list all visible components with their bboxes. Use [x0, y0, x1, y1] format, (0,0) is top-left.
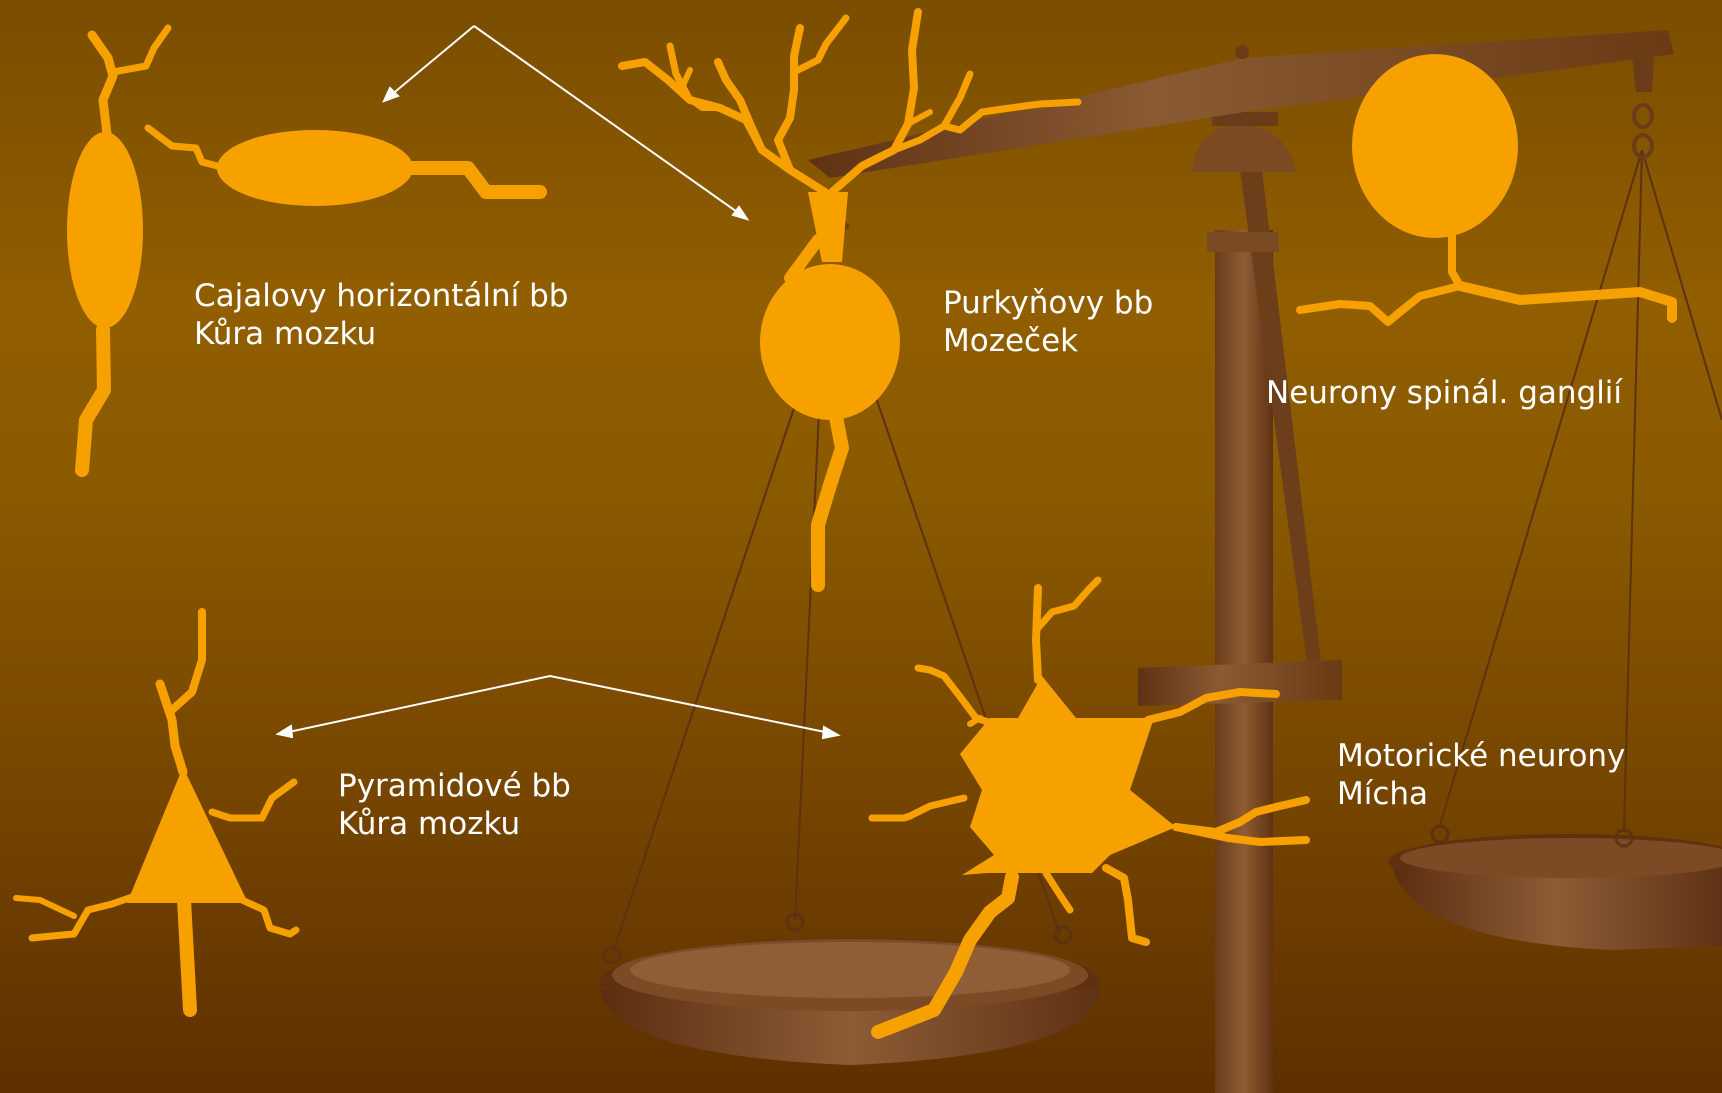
label-cajal: Cajalovy horizontální bb Kůra mozku [194, 277, 568, 353]
balance-scale [600, 30, 1722, 1093]
cajal-vertical-neuron [67, 28, 168, 470]
label-motor-line2: Mícha [1337, 775, 1625, 813]
label-spinal: Neurony spinál. ganglií [1266, 374, 1622, 412]
label-pyramidal-line2: Kůra mozku [338, 805, 571, 843]
label-cajal-line1: Cajalovy horizontální bb [194, 277, 568, 315]
cajal-horizontal-neuron [148, 128, 540, 206]
arrow-bottom [278, 676, 838, 738]
label-spinal-line1: Neurony spinál. ganglií [1266, 374, 1622, 412]
label-pyramidal-line1: Pyramidové bb [338, 767, 571, 805]
label-purkinje: Purkyňovy bb Mozeček [943, 284, 1153, 360]
label-motor-line1: Motorické neurony [1337, 737, 1625, 775]
label-purkinje-line1: Purkyňovy bb [943, 284, 1153, 322]
pyramidal-neuron [16, 612, 296, 1010]
label-pyramidal: Pyramidové bb Kůra mozku [338, 767, 571, 843]
label-cajal-line2: Kůra mozku [194, 315, 568, 353]
label-motor: Motorické neurony Mícha [1337, 737, 1625, 813]
label-purkinje-line2: Mozeček [943, 322, 1153, 360]
arrow-top [384, 26, 747, 219]
